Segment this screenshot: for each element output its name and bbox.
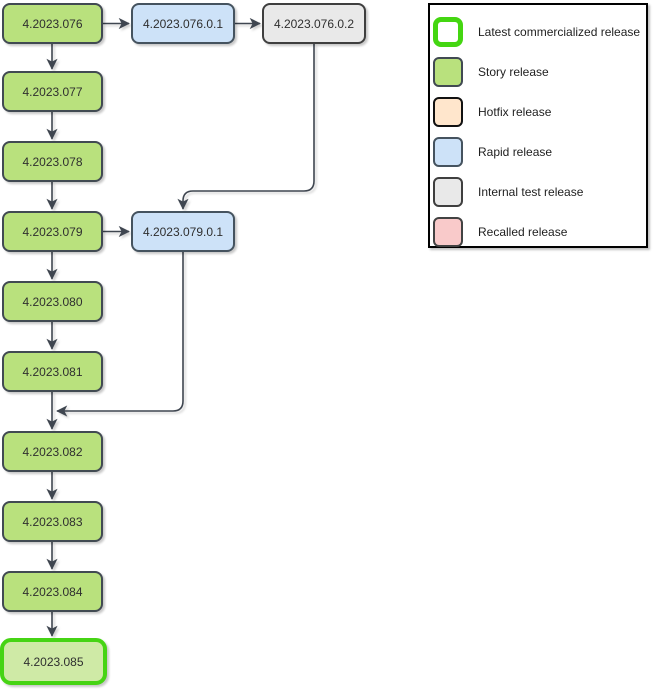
legend-item-label: Hotfix release	[478, 105, 552, 119]
legend-item-recalled-release: Recalled release	[433, 212, 646, 252]
legend: Latest commercialized release Story rele…	[428, 3, 648, 248]
legend-item-hotfix-release: Hotfix release	[433, 92, 646, 132]
legend-item-label: Latest commercialized release	[478, 25, 641, 39]
story-release-swatch-icon	[433, 57, 463, 87]
latest-commercialized-swatch-icon	[433, 17, 463, 47]
node-4-2023-077: 4.2023.077	[2, 71, 103, 112]
node-4-2023-076: 4.2023.076	[2, 3, 103, 44]
legend-item-label: Recalled release	[478, 225, 568, 239]
node-4-2023-079-0-1: 4.2023.079.0.1	[131, 211, 235, 252]
node-4-2023-076-0-2: 4.2023.076.0.2	[262, 3, 366, 44]
legend-item-story-release: Story release	[433, 52, 646, 92]
node-4-2023-076-0-1: 4.2023.076.0.1	[131, 3, 235, 44]
node-4-2023-084: 4.2023.084	[2, 571, 103, 612]
legend-item-label: Story release	[478, 65, 549, 79]
node-4-2023-081: 4.2023.081	[2, 351, 103, 392]
node-4-2023-078: 4.2023.078	[2, 141, 103, 182]
rapid-release-swatch-icon	[433, 137, 463, 167]
hotfix-release-swatch-icon	[433, 97, 463, 127]
node-4-2023-079: 4.2023.079	[2, 211, 103, 252]
node-4-2023-080: 4.2023.080	[2, 281, 103, 322]
edge-079-0-1-merge-to-082	[56, 252, 184, 417]
node-4-2023-082: 4.2023.082	[2, 431, 103, 472]
legend-item-label: Rapid release	[478, 145, 553, 159]
internal-test-release-swatch-icon	[433, 177, 463, 207]
legend-item-label: Internal test release	[478, 185, 584, 199]
legend-item-latest-commercialized: Latest commercialized release	[433, 12, 646, 52]
node-4-2023-085-latest: 4.2023.085	[0, 638, 107, 685]
legend-item-rapid-release: Rapid release	[433, 132, 646, 172]
legend-item-internal-test-release: Internal test release	[433, 172, 646, 212]
recalled-release-swatch-icon	[433, 217, 463, 247]
edge-076-0-2-to-079-0-1	[177, 44, 315, 210]
node-4-2023-083: 4.2023.083	[2, 501, 103, 542]
